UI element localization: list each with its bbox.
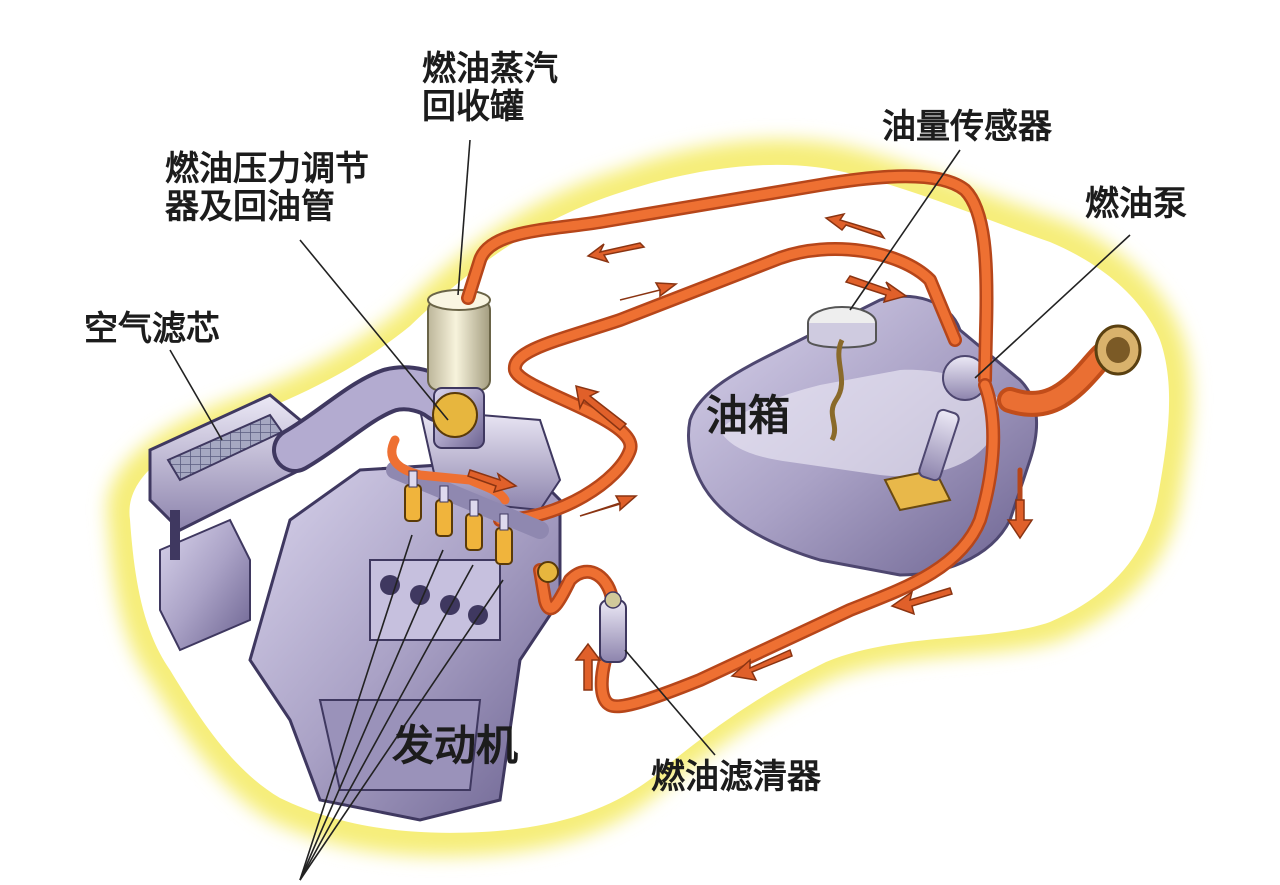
label-pressure-regulator: 燃油压力调节 器及回油管: [165, 150, 369, 226]
leader-fuel-filter: [624, 649, 716, 756]
arrow-supply-left-1: [890, 587, 953, 616]
leader-injector-2: [299, 549, 444, 881]
label-vapor-canister: 燃油蒸汽 回收罐: [422, 50, 558, 126]
arrow-return-right-2: [844, 275, 908, 304]
arrow-filter-up: [574, 642, 602, 691]
leader-air-filter: [169, 349, 223, 441]
leader-injector-1: [299, 534, 413, 881]
leader-injector-4: [299, 579, 504, 881]
label-pressure-regulator-line1: 燃油压力调节: [165, 149, 369, 189]
label-air-filter: 空气滤芯: [84, 309, 220, 349]
label-vapor-canister-line2: 回收罐: [422, 87, 524, 128]
label-engine: 发动机: [392, 721, 519, 770]
leader-lines: [169, 139, 1131, 881]
car-body-outline: [107, 139, 1192, 857]
filler-neck: [942, 324, 1142, 417]
arrow-return-up: [575, 384, 628, 432]
leader-pressure-regulator: [299, 239, 449, 421]
injectors: [404, 392, 559, 583]
flow-arrows: [467, 212, 1034, 691]
leader-injector-3: [299, 564, 474, 881]
leader-fuel-pump: [974, 234, 1131, 379]
leader-fuel-gauge-sensor: [849, 149, 961, 311]
leader-vapor-canister: [457, 139, 471, 296]
label-fuel-tank: 油箱: [706, 391, 791, 440]
arrow-supply-right: [579, 495, 638, 517]
label-fuel-filter: 燃油滤清器: [651, 757, 821, 797]
label-fuel-gauge-sensor: 油量传感器: [882, 107, 1052, 147]
arrow-supply-left-2: [730, 648, 793, 681]
arrow-return-right-1: [619, 282, 679, 301]
fuel-lines: [386, 169, 1023, 714]
arrow-rail-right: [467, 469, 518, 494]
arrow-vapor-left: [586, 242, 646, 264]
fuel-filter-shape: [599, 591, 627, 663]
arrow-vapor-right: [824, 212, 886, 240]
arrow-tank-down: [1006, 499, 1034, 540]
air-filter-shape: [148, 365, 463, 652]
label-vapor-canister-line1: 燃油蒸汽: [422, 49, 558, 89]
label-fuel-pump: 燃油泵: [1085, 184, 1187, 224]
label-pressure-regulator-line2: 器及回油管: [165, 187, 335, 228]
